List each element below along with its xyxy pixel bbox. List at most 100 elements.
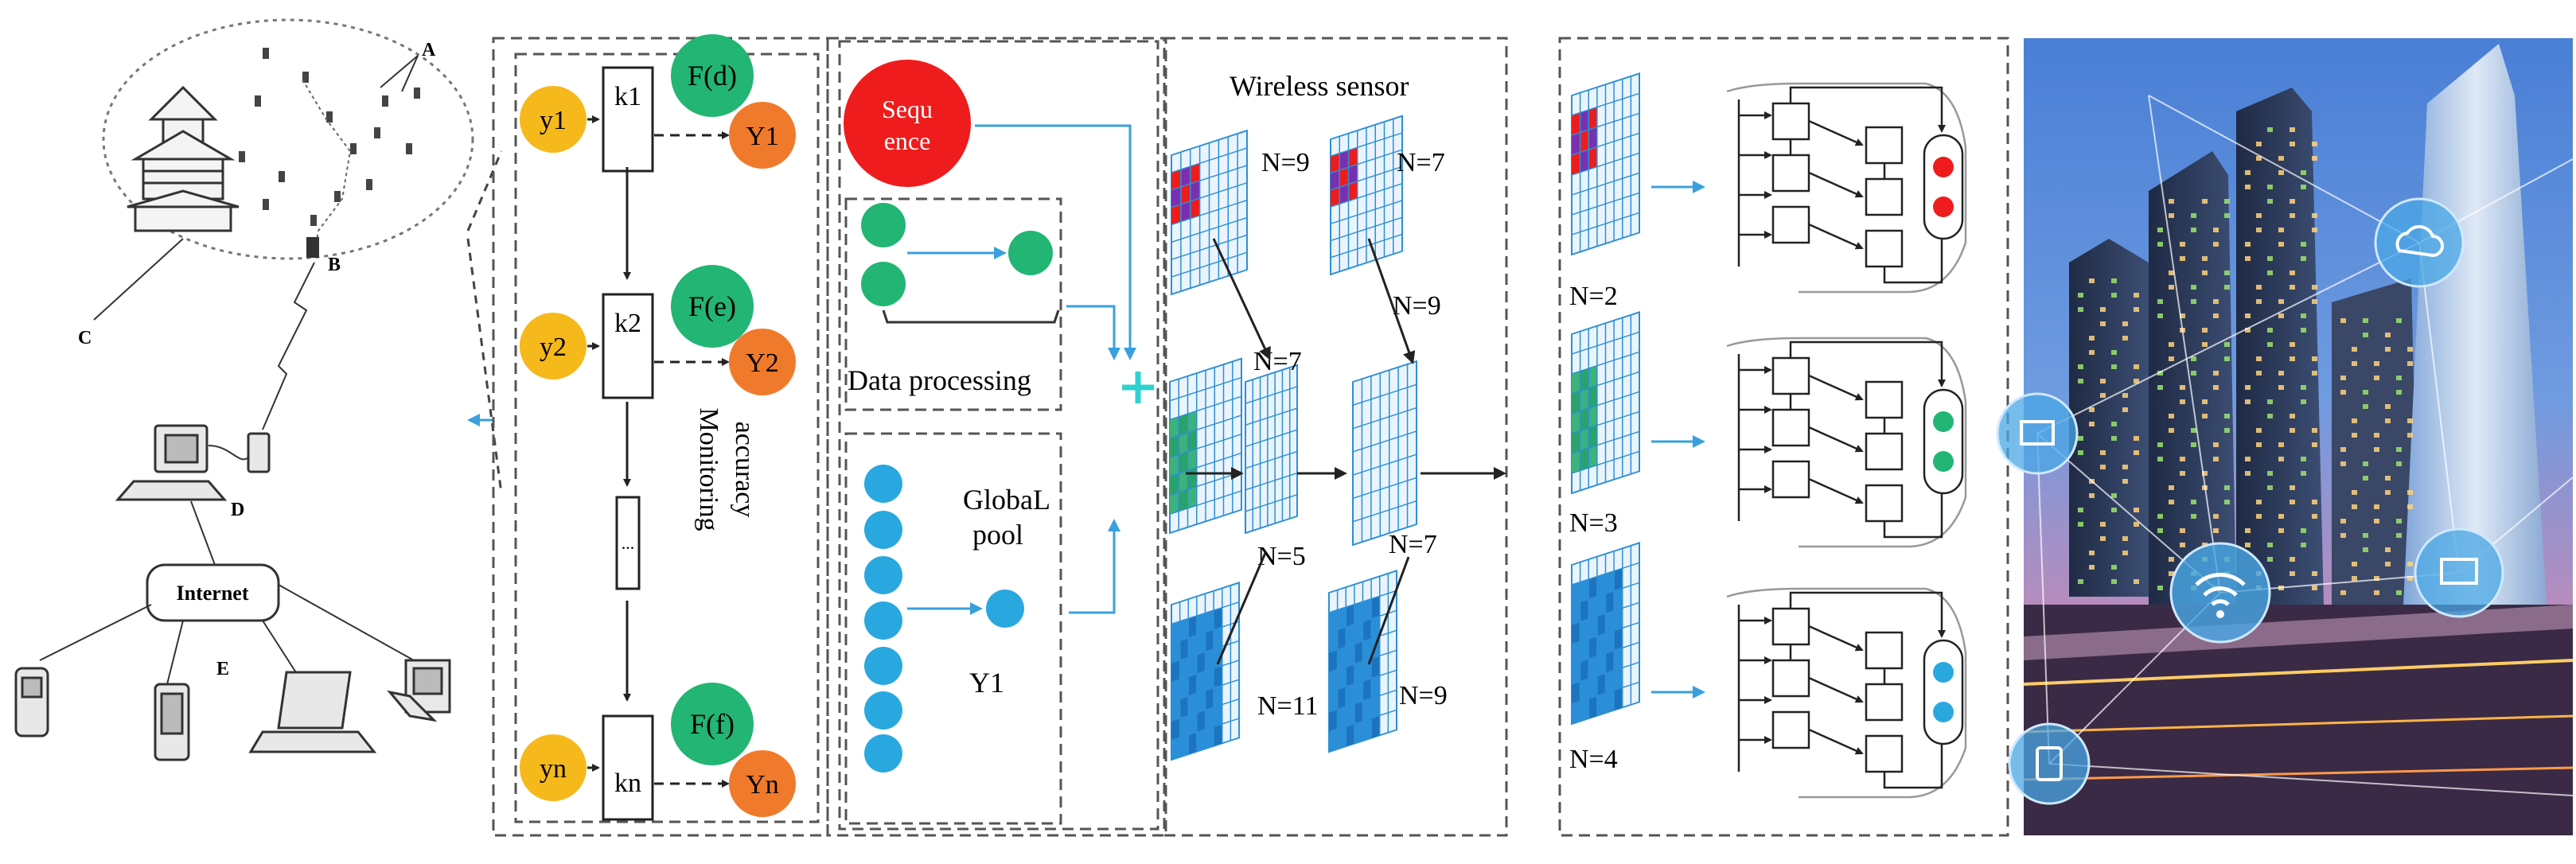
pool-output-circle	[986, 590, 1024, 628]
computer-cable	[208, 445, 249, 461]
right-rows: N=2N=3N=4	[1569, 72, 1967, 799]
sensor-label-1: N=9	[1261, 148, 1310, 177]
sensor-field-circle	[102, 18, 474, 260]
label-c: C	[78, 328, 92, 348]
sequence-text-1: Sequ	[882, 95, 933, 123]
cloud-icon	[2395, 224, 2444, 258]
chain-panel-outer	[492, 37, 829, 837]
node-box-2	[602, 293, 654, 399]
internet-box	[146, 563, 280, 622]
lstm-dot-top-2	[1933, 411, 1954, 432]
sensor-label-6: N=7	[1389, 530, 1437, 559]
monitor-icon-bubble	[2414, 527, 2504, 618]
right-grid-3	[1571, 542, 1640, 726]
lstm-output-pill-2	[1923, 388, 1964, 495]
sensor-grid-blue-2	[1328, 570, 1397, 753]
relay-path	[302, 79, 352, 255]
desktop-icon	[387, 659, 451, 722]
input-circle-1	[520, 86, 587, 153]
node-label-1: k1	[614, 82, 641, 111]
bridge-lights	[2023, 659, 2574, 686]
lstm-cell-a1	[1771, 356, 1810, 395]
bridge-lights-2	[2023, 714, 2574, 734]
chain-row-1: y1 k1 F(d) Y1	[520, 34, 796, 173]
label-a: A	[422, 40, 436, 60]
output-label-3: Yn	[746, 770, 779, 800]
output-label-1: Y1	[746, 122, 779, 151]
lstm-cell-a1	[1771, 607, 1810, 646]
function-label-1: F(d)	[688, 60, 737, 91]
lstm-dot-bottom-1	[1933, 197, 1954, 217]
city-image	[1996, 38, 2574, 835]
chain-ellipsis: ...	[622, 533, 635, 553]
cloud-icon-bubble	[2374, 197, 2465, 288]
lstm-cell-b1	[1865, 380, 1904, 419]
function-circle-2	[671, 265, 754, 348]
pda-icon	[154, 683, 190, 761]
lstm-cell-a2	[1771, 154, 1810, 193]
dp-bracket	[882, 309, 1060, 324]
dp-circle-3	[1008, 231, 1053, 275]
output-circle-3	[729, 750, 796, 817]
tower-2	[2149, 151, 2236, 605]
lstm-cell-b2	[1865, 432, 1904, 471]
lstm-cell-b2	[1865, 683, 1904, 722]
lstm-cell-b1	[1865, 631, 1904, 670]
function-label-3: F(f)	[690, 708, 735, 740]
sketch-connector	[466, 150, 503, 494]
monitor-icon	[2440, 558, 2478, 585]
function-label-2: F(e)	[688, 290, 736, 322]
function-circle-3	[671, 683, 754, 765]
network-sketch: A B C D Internet E	[14, 18, 474, 761]
lstm-dot-bottom-2	[1933, 451, 1954, 472]
node-box-1	[602, 66, 654, 173]
right-grid-2	[1571, 311, 1640, 495]
wifi-icon-dot	[2216, 610, 2224, 618]
node-label-3: kn	[614, 769, 641, 798]
input-circle-3	[520, 734, 587, 801]
sensor-grid-red-2	[1330, 115, 1403, 276]
sensor-grid-mid-1	[1245, 364, 1298, 535]
tower-1	[2069, 239, 2149, 597]
accuracy-label: accuracy	[730, 422, 759, 518]
data-processing-label: Data processing	[848, 364, 1031, 396]
sensor-grid-mid-2	[1352, 360, 1417, 547]
right-label-1: N=2	[1569, 282, 1618, 311]
sensor-grid-blue-1	[1171, 582, 1240, 761]
lstm-row-1: N=2	[1569, 72, 1967, 311]
middle-panel: Sequ ence Data processing GlobaL pool	[826, 37, 1167, 837]
lstm-cell-a3	[1771, 205, 1810, 244]
function-circle-1	[671, 34, 754, 117]
chain-ellipsis-box	[615, 496, 641, 590]
globalpool-text-2: pool	[972, 519, 1023, 551]
sensor-panel-box	[1163, 37, 1508, 837]
sensor-title: Wireless sensor	[1230, 70, 1409, 102]
bridge-lights-3	[2023, 766, 2574, 781]
internet-label: Internet	[177, 582, 249, 605]
dp-circle-1	[861, 203, 906, 247]
twisted-tower	[2403, 44, 2547, 605]
mail-icon	[2020, 420, 2055, 446]
input-label-2: y2	[540, 333, 567, 362]
sensor-label-4: N=9	[1393, 291, 1441, 321]
output-circle-2	[729, 329, 796, 395]
lstm-output-pill-1	[1923, 134, 1964, 240]
lstm-dot-top-3	[1933, 662, 1954, 683]
input-label-3: yn	[540, 754, 567, 784]
global-pool-box	[844, 432, 1062, 825]
label-a-leader-1	[380, 55, 419, 88]
lstm-cell-a3	[1771, 710, 1810, 749]
right-label-3: N=4	[1569, 745, 1618, 774]
lstm-cell-b2	[1865, 177, 1904, 216]
middle-panel-inner	[838, 40, 1159, 831]
label-d: D	[231, 500, 244, 520]
sensor-arrows	[1186, 238, 1506, 665]
lstm-cell-b3	[1865, 484, 1904, 523]
label-e: E	[216, 659, 229, 679]
input-label-1: y1	[540, 106, 567, 135]
